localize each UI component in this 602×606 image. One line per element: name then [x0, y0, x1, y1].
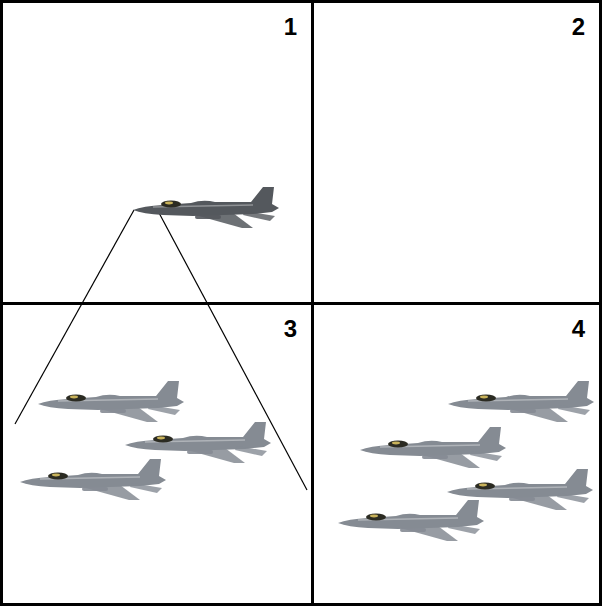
- zoom-line: [15, 210, 134, 424]
- panel-number: 1: [284, 15, 297, 39]
- panel-box: 3: [0, 302, 314, 606]
- jet-group: [338, 381, 594, 541]
- panel-number: 4: [572, 317, 585, 341]
- jet-group: [20, 381, 271, 500]
- panel-number: 2: [572, 15, 585, 39]
- jet: [133, 187, 279, 228]
- panel-box: 4: [311, 302, 602, 606]
- panel-box: 2: [311, 0, 602, 305]
- panel-number: 3: [284, 317, 297, 341]
- panel-box: 1: [0, 0, 314, 305]
